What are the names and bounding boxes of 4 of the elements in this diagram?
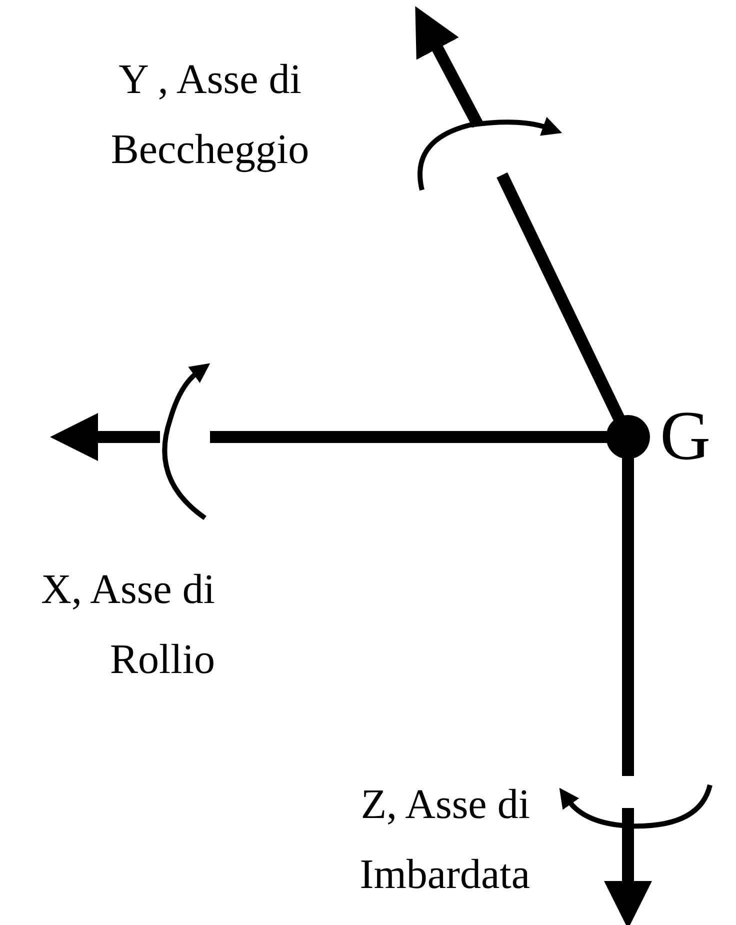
axis-label: Z, Asse di Imbardata bbox=[358, 781, 530, 900]
point-label: G bbox=[660, 397, 712, 477]
axis-label: X, Asse di Rollio bbox=[40, 566, 215, 685]
axis-label: Y , Asse di Beccheggio bbox=[110, 56, 310, 175]
